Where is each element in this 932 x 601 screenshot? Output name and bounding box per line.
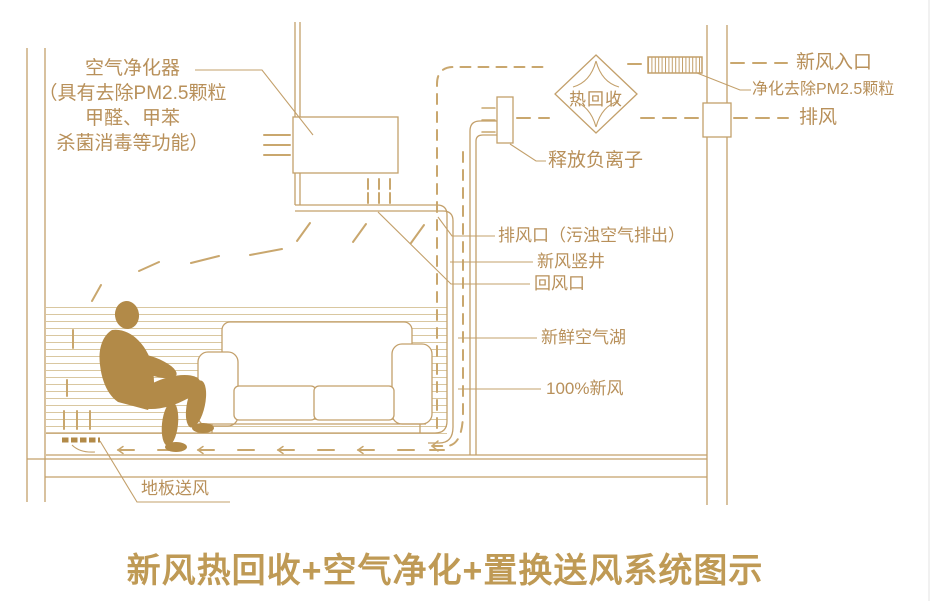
interior-wall	[294, 22, 301, 205]
air-purifier-note-2: 甲醛、甲苯	[84, 108, 180, 129]
air-purifier-note-3: 杀菌消毒等功能）	[56, 133, 209, 154]
leader-purify-pm25	[696, 72, 751, 91]
air-purifier-label-block: 空气净化器 （具有去除PM2.5颗粒 甲醛、甲苯 杀菌消毒等功能）	[30, 56, 235, 156]
purification-grille	[647, 56, 703, 74]
fresh-air-inlet-label: 新风入口	[796, 52, 873, 73]
leader-return-air-outlet	[377, 211, 530, 285]
leader-floor-supply	[99, 440, 230, 503]
floor-supply-label: 地板送风	[141, 479, 209, 498]
floor-slab	[27, 454, 707, 478]
fresh-air-100-label: 100%新风	[546, 379, 624, 398]
leader-exhaust-outlet	[437, 216, 495, 237]
plenum-flow-arrows	[116, 445, 445, 455]
heat-recovery-label: 热回收	[569, 90, 623, 109]
air-purifier-title: 空气净化器	[84, 58, 180, 79]
right-wall	[706, 25, 728, 505]
air-purifier-unit	[263, 116, 399, 174]
exhaust-outlet-label: 排风口（污浊空气排出）	[498, 226, 685, 245]
left-wall	[26, 48, 46, 502]
floor-supply-grille	[62, 437, 100, 453]
bulkhead-and-shaft	[46, 120, 497, 455]
exhaust-vent-box	[702, 102, 732, 138]
air-purifier-note-1: （具有去除PM2.5颗粒	[38, 83, 227, 104]
airflow-dashes	[63, 62, 789, 452]
negative-ions-label: 释放负离子	[548, 150, 644, 171]
leader-air-purifier	[195, 69, 314, 136]
negative-ion-device	[496, 96, 514, 144]
person-silhouette	[99, 301, 214, 452]
return-air-outlet-label: 回风口	[534, 274, 585, 293]
leader-negative-ions	[509, 143, 546, 162]
sofa	[197, 321, 433, 433]
purify-pm25-label: 净化去除PM2.5颗粒	[752, 81, 895, 98]
exhaust-label: 排风	[799, 107, 838, 128]
fresh-air-shaft-label: 新风竖井	[537, 252, 605, 271]
leader-lines	[99, 69, 751, 503]
heat-recovery-unit	[554, 54, 638, 134]
diagram-title: 新风热回收+空气净化+置换送风系统图示	[126, 552, 764, 590]
fresh-air-lake-label: 新鲜空气湖	[541, 328, 626, 347]
purifier-intake-arrows	[263, 134, 291, 156]
